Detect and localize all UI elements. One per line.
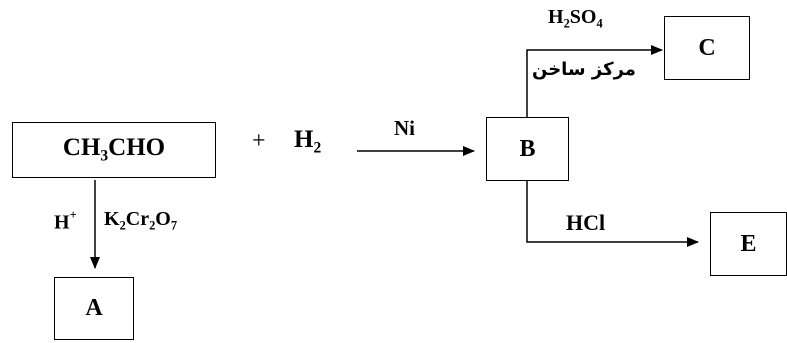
reaction-condition-label: مركز ساخن [532, 59, 636, 80]
product-c-label: C [698, 34, 716, 61]
product-a-label: A [85, 295, 103, 321]
dehydration-arrow [526, 45, 663, 117]
hcl-label: HCl [566, 210, 606, 235]
product-b-label: B [519, 135, 536, 162]
product-e-box: E [710, 212, 787, 276]
acetaldehyde-formula: CH3CHO [62, 134, 166, 165]
catalyst-label: Ni [394, 116, 415, 140]
dichromate-formula: K2Cr2O7 [104, 208, 178, 233]
plus-sign: + [252, 128, 266, 154]
product-c-box: C [664, 16, 750, 80]
acetaldehyde-box: CH3CHO [12, 122, 216, 178]
hcl-arrow [526, 181, 699, 247]
product-b-box: B [486, 117, 569, 181]
sulfuric-acid-formula: H2SO4 [548, 6, 603, 31]
product-e-label: E [740, 230, 757, 257]
product-a-box: A [54, 277, 134, 340]
acid-catalyst-label: H+ [54, 208, 77, 234]
hydrogen-formula: H2 [294, 126, 322, 157]
